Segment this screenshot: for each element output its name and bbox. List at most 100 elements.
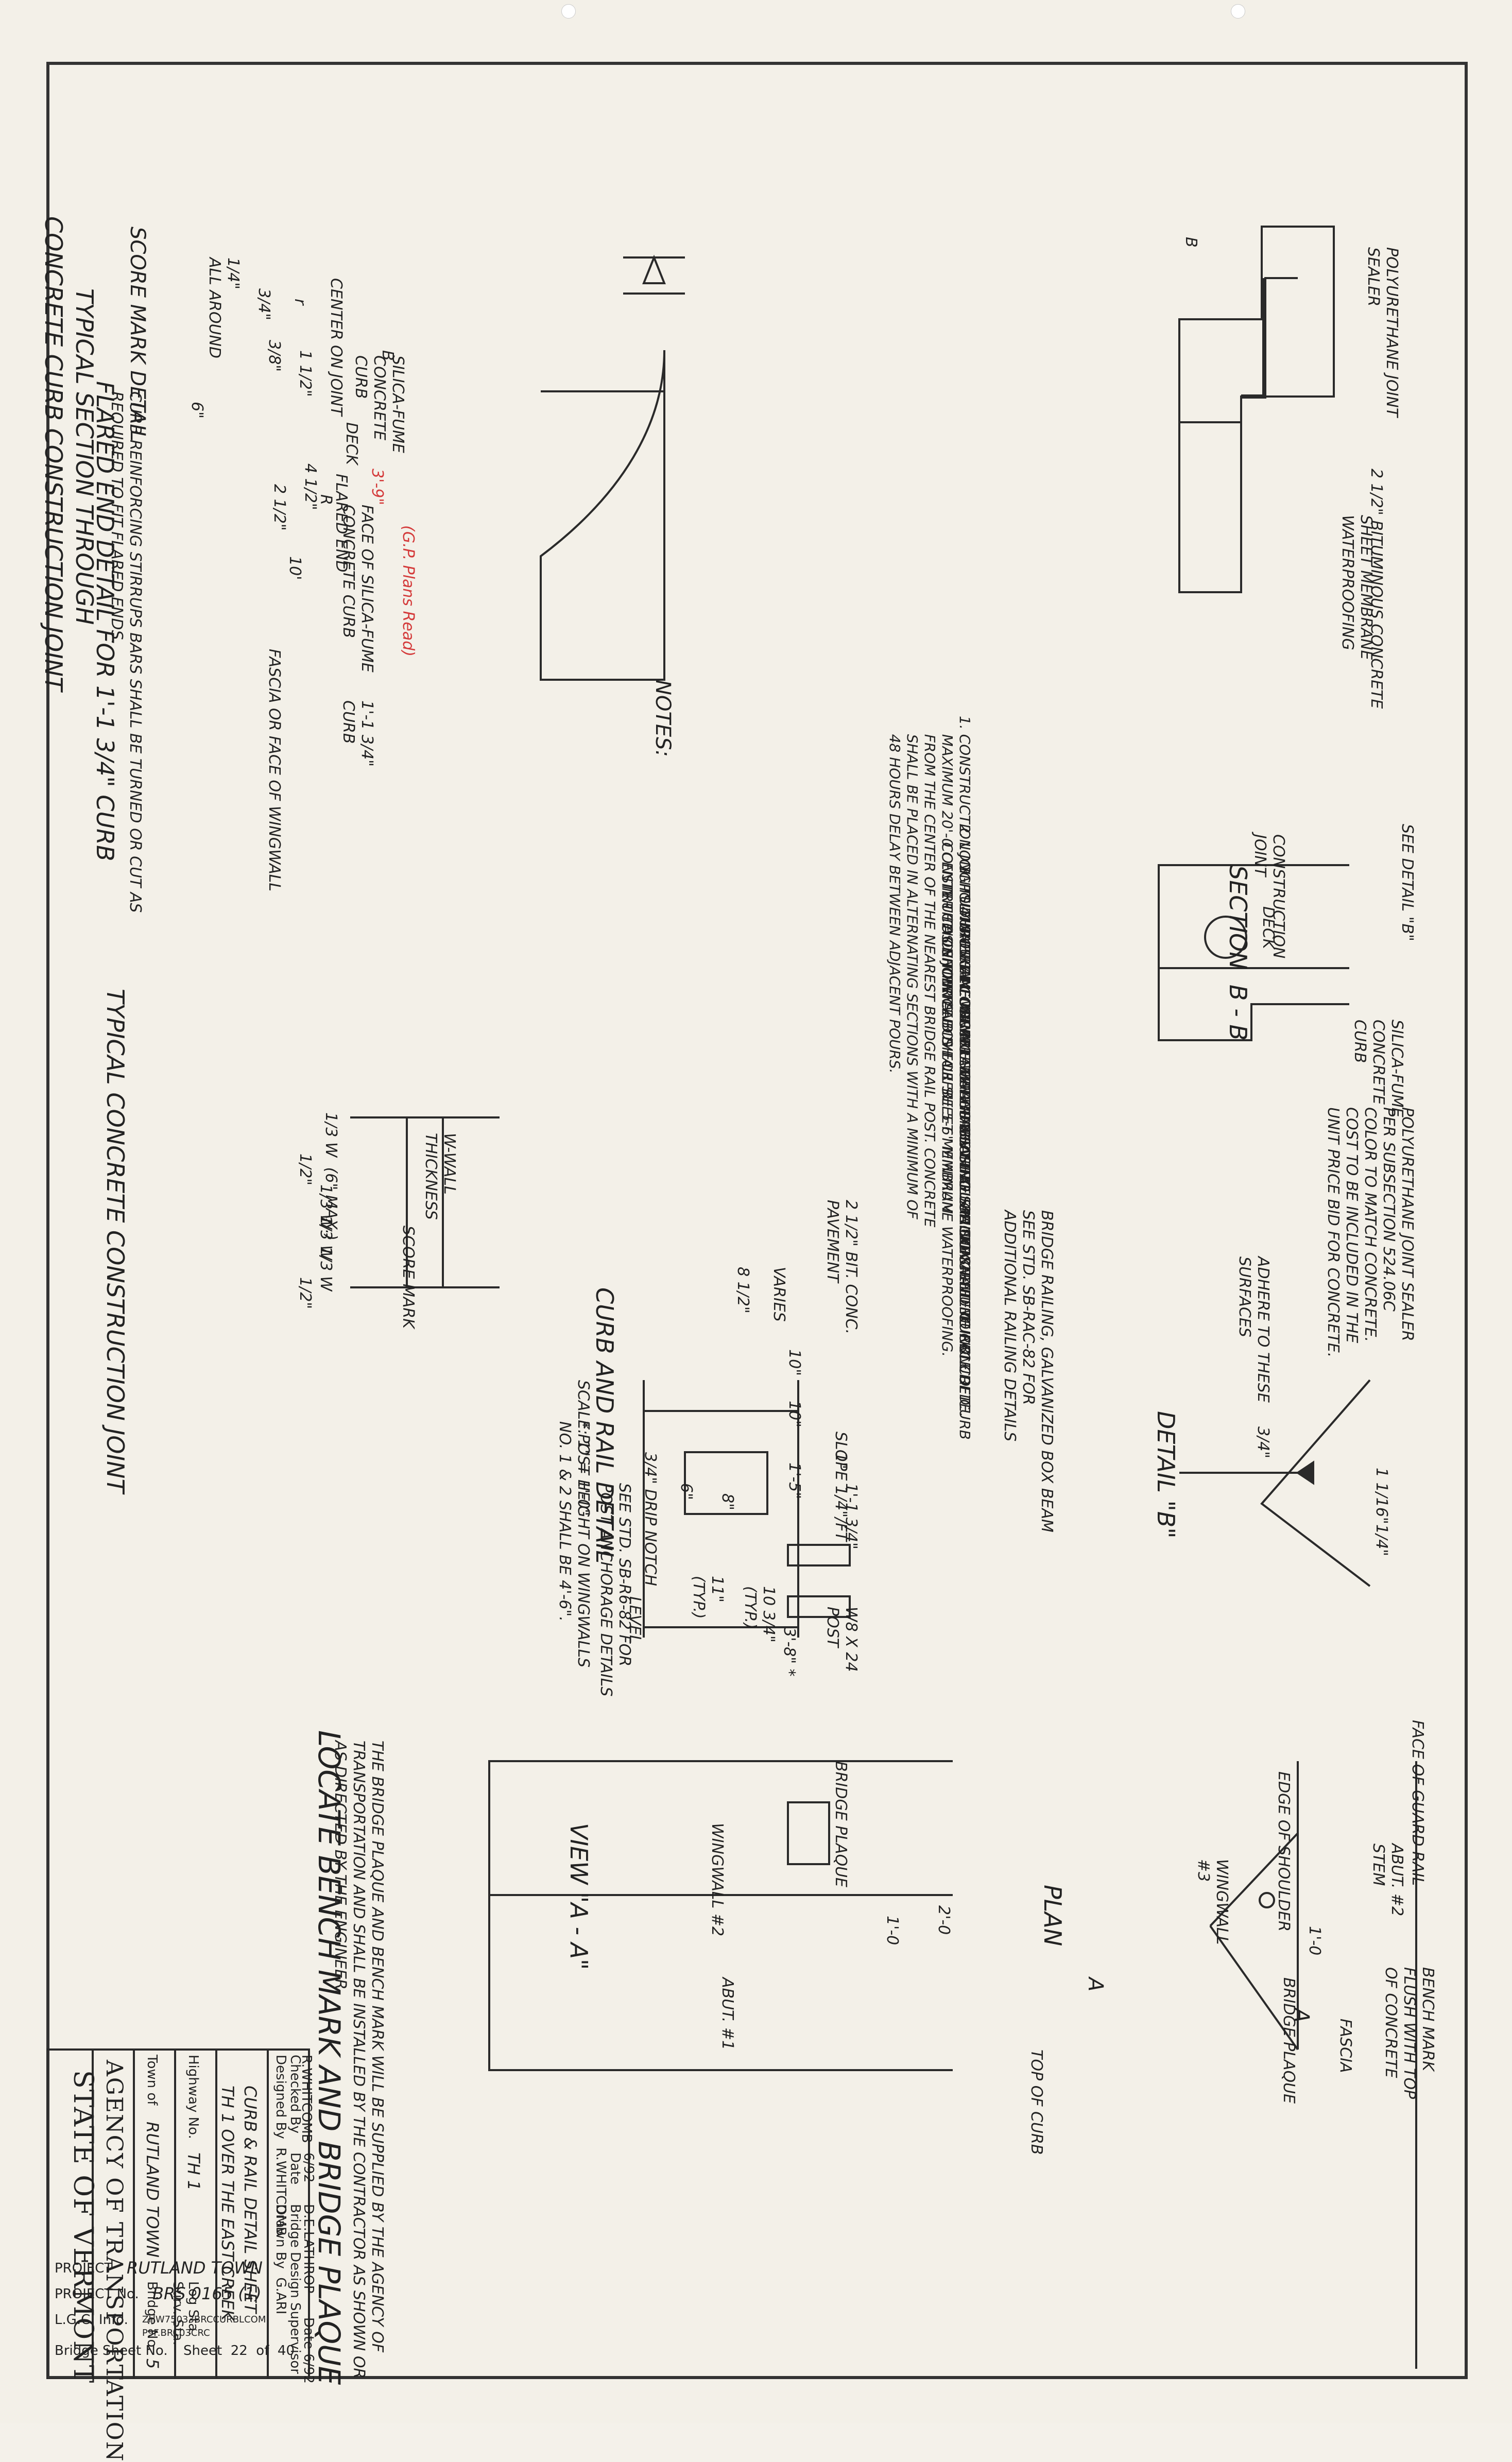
adhere-label: ADHERE TO THESE SURFACES bbox=[1235, 1256, 1272, 1403]
title-block-lower: PROJECT RUTLAND TOWN PROJECT No. BRS 016… bbox=[49, 2256, 307, 2374]
plan-dim: 1'-0 bbox=[1305, 1926, 1324, 1956]
date-value: 6/92 bbox=[301, 2153, 316, 2183]
detail-b-drawing bbox=[1179, 1379, 1371, 1587]
joint-dim: 1/2" bbox=[296, 1153, 314, 1186]
section-a-marker: A bbox=[1290, 2008, 1313, 2023]
w-wall-label: W-WALL THICKNESS bbox=[422, 1133, 458, 1220]
flared-end-label: FLARED END bbox=[332, 474, 350, 573]
highway-value: TH 1 bbox=[184, 2153, 203, 2191]
linework bbox=[46, 226, 1417, 2379]
curb-dim: 6" bbox=[677, 1483, 695, 1500]
sealer-note: POLYURETHANE JOINT SEALER PER SUBSECTION… bbox=[1324, 1107, 1416, 1358]
view-aa-drawing bbox=[488, 1760, 953, 2071]
abut2-label: ABUT. #2 STEM bbox=[1369, 1844, 1406, 1917]
bench-mark-label: BENCH MARK FLUSH WITH TOP OF CONCRETE bbox=[1382, 1967, 1437, 2099]
rotated-drawing: B B POLYURETHANE JOINT SEALER 1/4" ALL A… bbox=[40, 62, 1468, 2462]
score-dim-label: 1 1/2" bbox=[296, 350, 314, 397]
town-value: RUTLAND TOWN bbox=[143, 2122, 162, 2258]
curb-dim: 11" (TYP.) bbox=[690, 1576, 726, 1619]
wingwall2-label: WINGWALL #2 bbox=[708, 1823, 726, 1937]
drip-notch-label: 3/4" DRIP NOTCH bbox=[641, 1452, 659, 1586]
silica-curb-label: SILICA-FUME CONCRETE CURB bbox=[1351, 1020, 1406, 1117]
project-no-value: BRS 0165 (1) bbox=[152, 2284, 262, 2303]
post-note: * POST HEIGHT ON WINGWALLS NO. 1 & 2 SHA… bbox=[556, 1421, 592, 1668]
notes-heading: NOTES: bbox=[651, 680, 675, 757]
view-bridge-plaque-label: BRIDGE PLAQUE bbox=[832, 1761, 850, 1887]
plan-drawing bbox=[1209, 1761, 1417, 2369]
curb-dim: 1'-5" bbox=[785, 1462, 803, 1500]
curb-dim: 8" bbox=[718, 1493, 736, 1510]
see-detail-label: SEE DETAIL "B" bbox=[1398, 824, 1416, 941]
punch-hole bbox=[561, 4, 576, 19]
detail-b-dim: 1/4" bbox=[1372, 1524, 1390, 1557]
level-label: LEVEL bbox=[626, 1596, 644, 1644]
flared-end-subtitle: CURB REINFORCING STIRRUPS BARS SHALL BE … bbox=[108, 391, 144, 913]
checked-name: R.WHITCOMB bbox=[299, 2055, 314, 2143]
view-aa-title: VIEW "A - A" bbox=[565, 1823, 593, 1970]
edge-shoulder-label: EDGE OF SHOULDER bbox=[1275, 1771, 1293, 1932]
title-block-frame bbox=[46, 2048, 310, 2379]
score-mark-label: SCORE MARK bbox=[399, 1226, 417, 1329]
detail-b-dim: 1 1/16" bbox=[1372, 1468, 1390, 1524]
curb-dim: 1" bbox=[832, 1452, 850, 1469]
plan-title: PLAN bbox=[1039, 1885, 1067, 1947]
score-mark-drawing bbox=[623, 254, 685, 295]
dim-3-8-label: 3/8" bbox=[265, 340, 283, 372]
detail-b-dim: 3/4" bbox=[1254, 1426, 1272, 1459]
typical-joint-title: TYPICAL CONCRETE CONSTRUCTION JOINT bbox=[101, 989, 129, 1493]
curb-dim-label: 1'-1 3/4" CURB bbox=[339, 700, 376, 767]
sheet-border bbox=[46, 62, 1468, 2379]
typical-section-drawing bbox=[1178, 226, 1335, 593]
score-dim-label: r bbox=[291, 299, 309, 305]
membrane-label: SHEET MEMBRANE WATERPROOFING bbox=[1338, 515, 1375, 660]
face-guard-label: FACE OF GUARD RAIL bbox=[1408, 1720, 1427, 1886]
curb-dim: 8 1/2" bbox=[734, 1267, 752, 1314]
flared-dim-label: 2 1/2" bbox=[270, 484, 288, 531]
joint-dim: 1/3 W bbox=[317, 1246, 335, 1292]
varies-label: VARIES bbox=[770, 1267, 788, 1322]
sheet-value: Sheet 22 of 40 bbox=[183, 2343, 295, 2358]
flared-dim-label: R bbox=[317, 494, 335, 505]
flared-dim-label: 6" bbox=[188, 402, 206, 419]
curb-dim: 10" bbox=[785, 1349, 803, 1376]
fascia-label: FASCIA bbox=[1336, 2019, 1354, 2073]
wingwall3-label: WINGWALL #3 bbox=[1194, 1859, 1231, 1945]
plan-bridge-plaque-label: BRIDGE PLAQUE bbox=[1280, 1977, 1298, 2104]
view-dim: 2'-0 bbox=[935, 1905, 953, 1935]
project-no-label: PROJECT No. bbox=[55, 2286, 139, 2302]
locate-note: THE BRIDGE PLAQUE AND BENCH MARK WILL BE… bbox=[331, 1741, 386, 2379]
section-bb-title: SECTION B - B bbox=[1224, 865, 1252, 1041]
highway-label: Highway No. bbox=[185, 2055, 201, 2139]
joint-sealer-label: POLYURETHANE JOINT SEALER bbox=[1364, 247, 1401, 418]
dim-3-9-label: 3'-9" bbox=[368, 469, 386, 506]
punch-hole bbox=[1231, 4, 1245, 19]
red-handwritten-note: (G.P. Plans Read) bbox=[399, 525, 417, 657]
flared-end-drawing bbox=[540, 350, 665, 681]
detail-b-title: DETAIL "B" bbox=[1152, 1411, 1180, 1539]
lgc-label: L.G.C. Info. bbox=[55, 2312, 128, 2328]
post-label: W8 X 24 POST bbox=[823, 1607, 860, 1672]
all-around-label: 1/4" ALL AROUND bbox=[205, 257, 242, 358]
file-value-2: P9F.BRC03CRC bbox=[142, 2328, 210, 2338]
section-bb-drawing bbox=[1158, 864, 1349, 1041]
deck-label: DECK bbox=[1259, 906, 1277, 949]
sheet-label: Bridge Sheet No. bbox=[55, 2343, 168, 2358]
bridge-railing-note: BRIDGE RAILING, GALVANIZED BOX BEAM SEE … bbox=[1001, 1210, 1056, 1533]
top-curb-label: TOP OF CURB bbox=[1027, 2050, 1045, 2155]
curb-dim: 10" bbox=[785, 1401, 803, 1427]
pavement-label: 2 1/2" BIT. CONC. PAVEMENT bbox=[823, 1200, 860, 1334]
std-note: SEE STD. SB-R6-82 FOR POST ANCHORAGE DET… bbox=[597, 1483, 633, 1697]
curb-dim: 1'-1 3/4" bbox=[842, 1483, 860, 1549]
typical-joint-drawing bbox=[350, 1116, 500, 1288]
project-label: PROJECT bbox=[55, 2261, 113, 2276]
view-dim: 1'-0 bbox=[883, 1916, 901, 1946]
section-a-marker: A bbox=[1084, 1977, 1107, 1992]
file-value: ZHW75033BRCCURBLCOM bbox=[142, 2314, 266, 2325]
project-value: RUTLAND TOWN bbox=[127, 2258, 263, 2278]
curb-rail-drawing bbox=[643, 1380, 851, 1638]
town-label: Town of bbox=[144, 2055, 160, 2106]
curb-dim: 10 3/4" (TYP.) bbox=[741, 1586, 778, 1643]
deck-label: DECK bbox=[342, 422, 360, 465]
abut1-label: ABUT. #1 bbox=[718, 1977, 736, 2051]
